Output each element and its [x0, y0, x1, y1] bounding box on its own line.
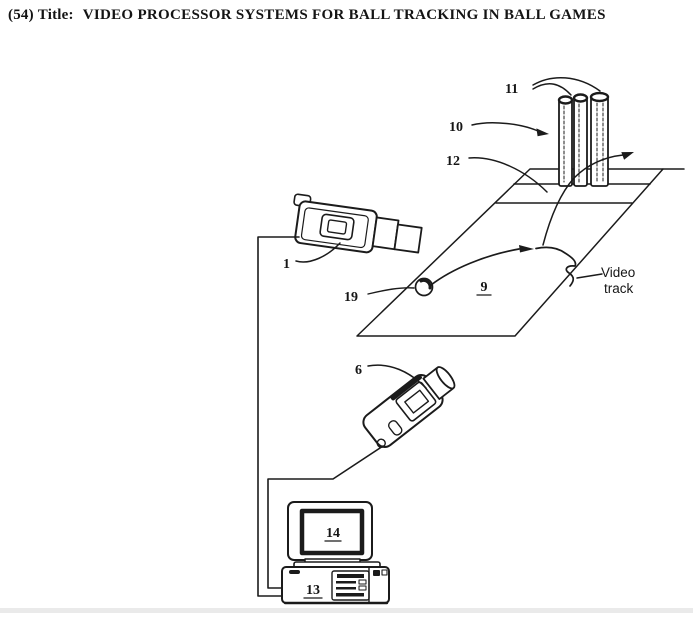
- drive-eject-button-1: [358, 579, 367, 585]
- label-stumps: 10: [449, 120, 463, 135]
- computer-key-lock: [381, 569, 388, 576]
- camera1-leader: [295, 242, 341, 263]
- bail-leader-long: [532, 76, 601, 92]
- label-first-camera: 1: [283, 257, 290, 272]
- flight-arrowhead: [621, 152, 634, 160]
- drive-slot-3: [336, 587, 356, 590]
- camera6-top-grip: [390, 374, 422, 401]
- processor-computer: 13: [281, 566, 390, 605]
- ball-leader: [367, 287, 415, 295]
- stumps-arrowhead: [536, 128, 549, 137]
- video-track-text-1: Video: [601, 265, 635, 280]
- label-monitor: 14: [326, 526, 340, 541]
- camera1-body-inner: [300, 207, 369, 249]
- drive-slot-2: [336, 581, 356, 584]
- camera6-cable: [267, 445, 384, 589]
- camera1-callout: 1: [283, 242, 341, 272]
- bail-leader-short: [532, 83, 572, 96]
- drive-bay-panel: [331, 570, 370, 601]
- camera1-lens-front: [393, 223, 423, 254]
- label-ball: 19: [344, 290, 358, 305]
- drive-eject-button-2: [358, 585, 367, 591]
- ball-flight-arrow: [542, 152, 634, 246]
- field-code: (54): [8, 7, 34, 23]
- patent-title-row: (54)Title: VIDEO PROCESSOR SYSTEMS FOR BA…: [8, 7, 606, 24]
- video-track-text-2: track: [604, 281, 634, 296]
- trajectory-squiggle: [535, 246, 577, 287]
- stump-1: [558, 99, 573, 187]
- camera6-cassette-window: [404, 389, 430, 414]
- ball-group: 19: [344, 277, 434, 305]
- computer-power-button: [373, 570, 380, 576]
- video-track-leader: [576, 273, 603, 279]
- camera1-cassette-door: [319, 213, 355, 241]
- camera6-callout: 6: [355, 363, 427, 389]
- crease-leader: [468, 157, 548, 193]
- stump-1-cap: [557, 95, 574, 105]
- ball-shading: [419, 279, 432, 290]
- drive-slot-4: [336, 593, 364, 597]
- wicket-stumps: [557, 91, 610, 187]
- camera1-cassette-window: [326, 219, 348, 235]
- camera1-cable: [257, 236, 300, 597]
- stump-3-cap: [589, 91, 610, 103]
- camera6-cassette-door: [395, 381, 437, 422]
- field-label: Title:: [37, 7, 74, 23]
- label-second-camera: 6: [355, 363, 362, 378]
- flight-line: [542, 154, 624, 246]
- label-bails: 11: [505, 82, 518, 97]
- display-monitor: 14: [287, 501, 381, 571]
- pitch-outline: [356, 168, 664, 337]
- label-computer: 13: [306, 583, 320, 598]
- trajectory-arrowhead: [519, 245, 534, 253]
- crease-callout: 12: [446, 154, 548, 193]
- first-video-camera: [293, 193, 423, 254]
- bails-callout: 11: [505, 76, 601, 97]
- second-video-camera: [362, 366, 456, 448]
- drive-slot-1: [337, 574, 364, 578]
- stumps-callout: 10: [449, 120, 549, 137]
- scan-band: [0, 608, 693, 613]
- label-crease: 12: [446, 154, 460, 169]
- label-pitch: 9: [481, 280, 488, 295]
- camera6-battery-slot: [387, 420, 403, 436]
- patent-title: VIDEO PROCESSOR SYSTEMS FOR BALL TRACKIN…: [82, 7, 606, 23]
- pitch-plane: [356, 168, 685, 337]
- computer-vent-dash: [289, 570, 300, 574]
- stump-2-cap: [572, 93, 589, 103]
- video-track-group: Video track 9: [430, 245, 635, 296]
- monitor-screen: [299, 508, 365, 556]
- stump-3: [590, 96, 609, 187]
- trajectory-arc: [430, 248, 520, 286]
- camera6-leader: [367, 364, 427, 389]
- stumps-leader: [471, 122, 539, 132]
